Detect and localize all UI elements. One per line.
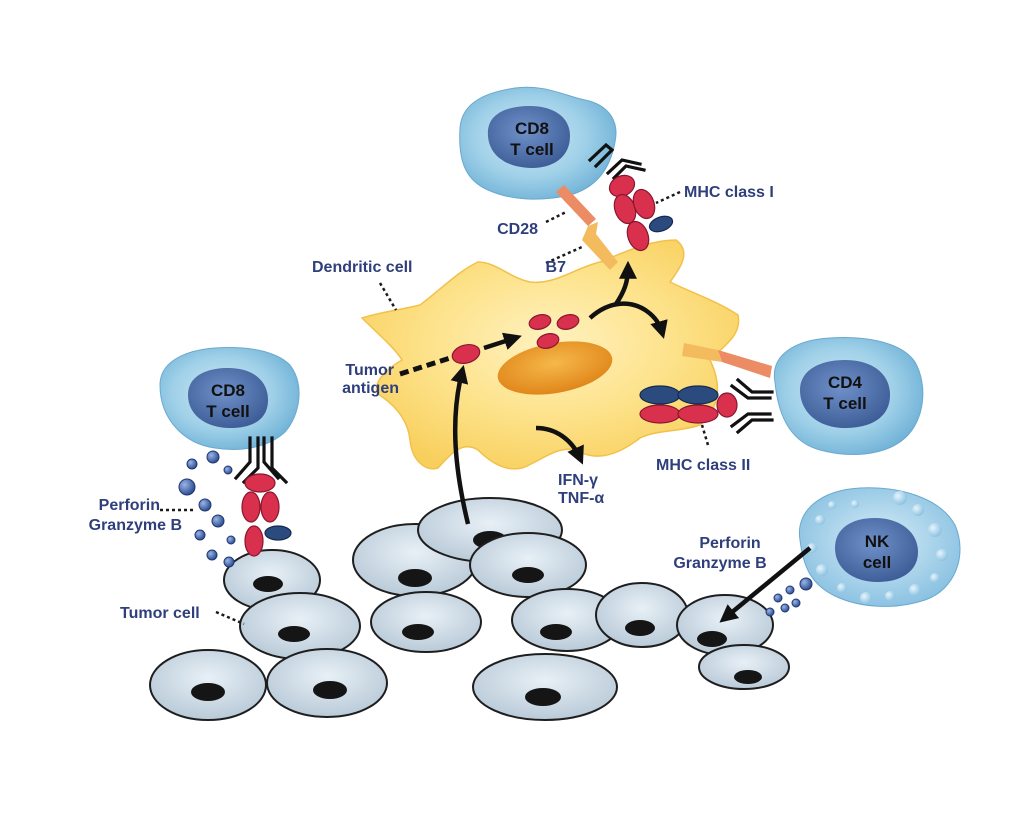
nk-label-line1: NK xyxy=(865,532,890,551)
nk-label-line2: cell xyxy=(863,553,891,572)
cd28-b7-top xyxy=(556,185,618,270)
cd8-t-cell-top: CD8 T cell xyxy=(459,86,617,200)
granzyme-right-label: Granzyme B xyxy=(673,555,766,572)
cd8-left-label-line2: T cell xyxy=(206,402,249,421)
mhc-class-i-complex xyxy=(608,174,674,252)
cd8-t-cell-left: CD8 T cell xyxy=(159,347,300,450)
perforin-granules-right xyxy=(765,577,813,617)
tnf-alpha-label: TNF-α xyxy=(558,490,604,507)
tumor-antigen-leader xyxy=(399,355,451,377)
tumor-cell xyxy=(149,649,267,721)
cd4-label-line1: CD4 xyxy=(828,373,863,392)
tumor-cells xyxy=(149,497,790,721)
mhc-class-i-tumor xyxy=(241,473,292,557)
b7-label: B7 xyxy=(546,259,567,276)
tumor-cell xyxy=(370,591,482,653)
granzyme-left-label: Granzyme B xyxy=(89,517,182,534)
tcr-top xyxy=(587,142,646,181)
perforin-right-label: Perforin xyxy=(699,535,760,552)
tumor-cell xyxy=(595,582,689,648)
nk-cell: NK cell xyxy=(798,487,961,607)
tumor-cell xyxy=(266,648,388,718)
tumor-antigen-label-line2: antigen xyxy=(342,380,399,397)
tumor-cell xyxy=(698,644,790,690)
dendritic-nucleus xyxy=(497,341,613,395)
leader-lines xyxy=(160,190,710,626)
cd8-top-label-line2: T cell xyxy=(510,140,553,159)
mhc-class-ii-complex xyxy=(639,385,738,424)
mhc-class-ii-label: MHC class II xyxy=(656,457,750,474)
mhc-class-i-label: MHC class I xyxy=(684,184,774,201)
perforin-left-label: Perforin xyxy=(99,497,160,514)
tumor-cell xyxy=(472,653,618,721)
perforin-granules-left xyxy=(178,450,236,568)
nk-granules xyxy=(807,491,948,604)
tumor-cell xyxy=(239,592,361,660)
ifn-gamma-label: IFN-γ xyxy=(558,472,598,489)
cd28-label: CD28 xyxy=(497,221,538,238)
cd4-t-cell: CD4 T cell xyxy=(773,337,924,455)
tumor-antigens xyxy=(451,314,580,365)
cd4-label-line2: T cell xyxy=(823,394,866,413)
cd8-top-label-line1: CD8 xyxy=(515,119,549,138)
tumor-cell-label: Tumor cell xyxy=(120,605,200,622)
cd8-left-label-line1: CD8 xyxy=(211,381,245,400)
tumor-cell xyxy=(469,532,587,598)
tcr-right xyxy=(729,377,774,435)
tumor-antigen-label-line1: Tumor xyxy=(345,362,394,379)
process-arrows xyxy=(450,260,812,623)
dendritic-cell-label: Dendritic cell xyxy=(312,259,412,276)
cd28-b7-right xyxy=(682,343,772,378)
